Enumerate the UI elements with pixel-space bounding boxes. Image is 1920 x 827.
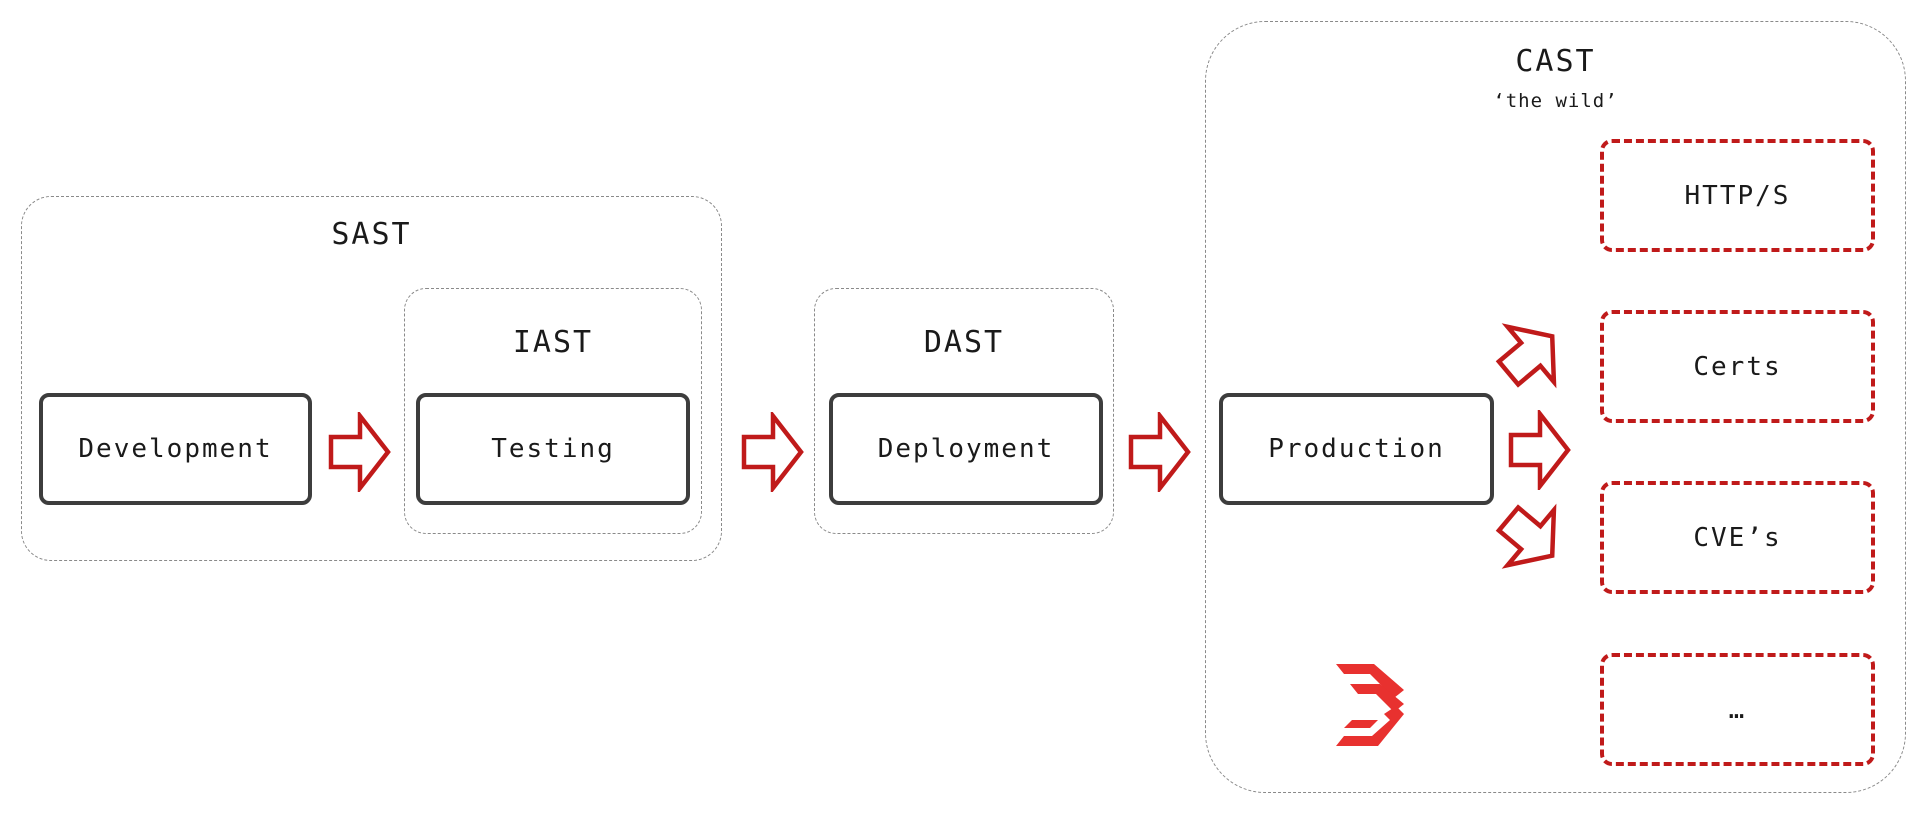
iast-title: IAST	[512, 325, 594, 360]
sast-title: SAST	[331, 217, 412, 252]
production-stage: Production	[1219, 393, 1494, 505]
development-stage: Development	[39, 393, 312, 505]
cast-title: CAST	[1515, 44, 1596, 79]
cves-target: CVE’s	[1600, 481, 1875, 594]
flow-arrow-icon	[1128, 412, 1191, 492]
dast-title: DAST	[923, 325, 1005, 360]
flow-arrow-down-icon	[1495, 503, 1557, 569]
chevron-stripes-logo-icon	[1336, 664, 1404, 746]
cast-group: CAST ‘the wild’	[1205, 21, 1906, 793]
cast-subtitle: ‘the wild’	[1493, 90, 1618, 112]
dast-group: DAST	[814, 288, 1114, 534]
deployment-stage: Deployment	[829, 393, 1103, 505]
flow-arrow-icon	[1508, 410, 1571, 490]
certs-target: Certs	[1600, 310, 1875, 423]
iast-group: IAST	[404, 288, 702, 534]
https-target: HTTP/S	[1600, 139, 1875, 252]
more-target: …	[1600, 653, 1875, 766]
sast-group: SAST	[21, 196, 722, 561]
flow-arrow-up-icon	[1495, 323, 1557, 389]
flow-arrow-icon	[328, 412, 391, 492]
testing-stage: Testing	[416, 393, 690, 505]
flow-arrow-icon	[741, 412, 804, 492]
